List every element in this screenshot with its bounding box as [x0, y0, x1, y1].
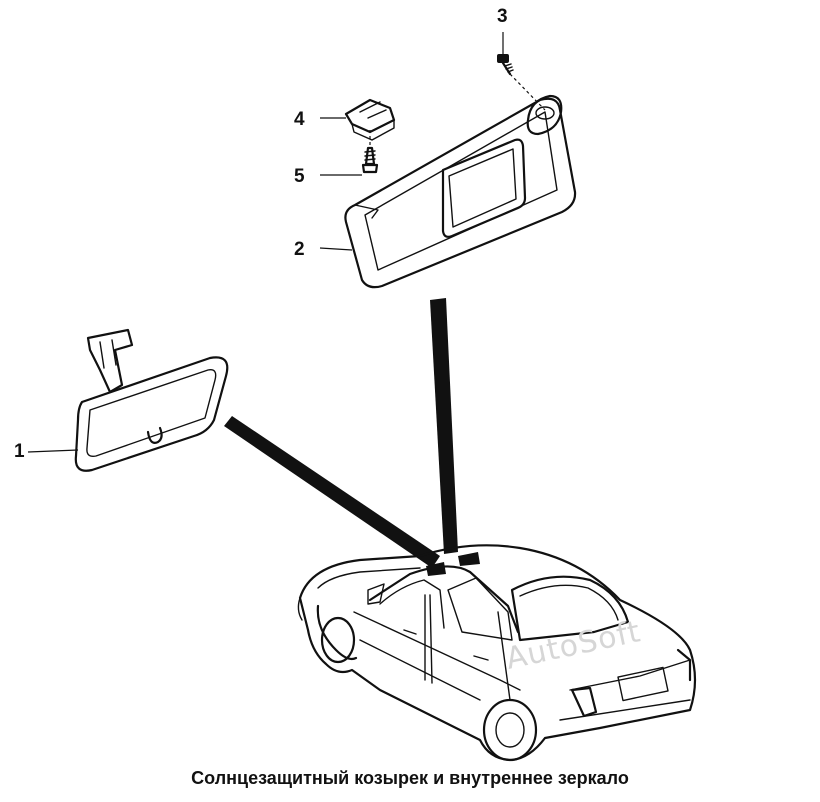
leader-2 — [319, 247, 353, 251]
car-illustration — [297, 544, 697, 762]
interior-mirror — [27, 328, 229, 472]
pointer-wedges — [224, 298, 458, 568]
callout-5: 5 — [294, 166, 305, 187]
screw-3 — [497, 32, 546, 111]
callout-1: 1 — [14, 441, 25, 462]
visor-clip — [320, 98, 396, 141]
screw-5 — [320, 128, 379, 176]
callout-3: 3 — [497, 6, 508, 27]
callout-2: 2 — [294, 239, 305, 260]
diagram-caption: Солнцезащитный козырек и внутреннее зерк… — [191, 768, 629, 788]
sun-visor — [344, 97, 577, 289]
visor-pivot — [526, 94, 563, 136]
callout-4: 4 — [294, 109, 305, 130]
